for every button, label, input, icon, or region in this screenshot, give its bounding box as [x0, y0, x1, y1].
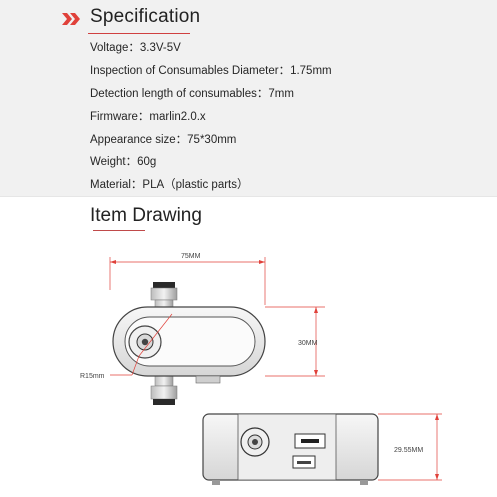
height-dimension: 30MM	[265, 306, 325, 377]
drawing-title-underline	[93, 230, 145, 231]
width-dimension: 75MM	[109, 253, 266, 305]
double-chevron-icon	[62, 13, 80, 25]
sensor-body-front	[112, 306, 266, 384]
spec-diameter: Inspection of Consumables Diameter：1.75m…	[90, 64, 332, 77]
spec-material: Material：PLA（plastic parts）	[90, 179, 249, 192]
title-underline	[88, 33, 190, 34]
spec-firmware: Firmware：marlin2.0.x	[90, 110, 206, 123]
radius-dimension-label: R15mm	[80, 373, 105, 380]
specification-title: Specification	[90, 6, 201, 27]
side-dimension-label: 29.55MM	[394, 447, 423, 454]
width-dimension-label: 75MM	[181, 253, 201, 260]
height-dimension-label: 30MM	[298, 340, 318, 347]
item-drawing: 75MM 30MM R15mm	[80, 253, 442, 485]
spec-size: Appearance size：75*30mm	[90, 133, 237, 146]
spec-list: Voltage：3.3V-5V Inspection of Consumable…	[90, 40, 332, 200]
spec-detection-length: Detection length of consumables：7mm	[90, 87, 294, 100]
spec-voltage: Voltage：3.3V-5V	[90, 42, 181, 54]
specification-panel: Specification Voltage：3.3V-5V Inspection…	[0, 0, 497, 196]
sensor-body-side	[202, 413, 379, 485]
section-divider	[0, 196, 497, 197]
drawing-title: Item Drawing	[90, 205, 202, 226]
spec-weight: Weight：60g	[90, 156, 157, 169]
bottom-pneumatic-fitting	[150, 375, 178, 405]
radius-dimension: R15mm	[80, 355, 140, 380]
top-pneumatic-fitting	[150, 282, 178, 311]
side-dimension: 29.55MM	[378, 413, 442, 481]
